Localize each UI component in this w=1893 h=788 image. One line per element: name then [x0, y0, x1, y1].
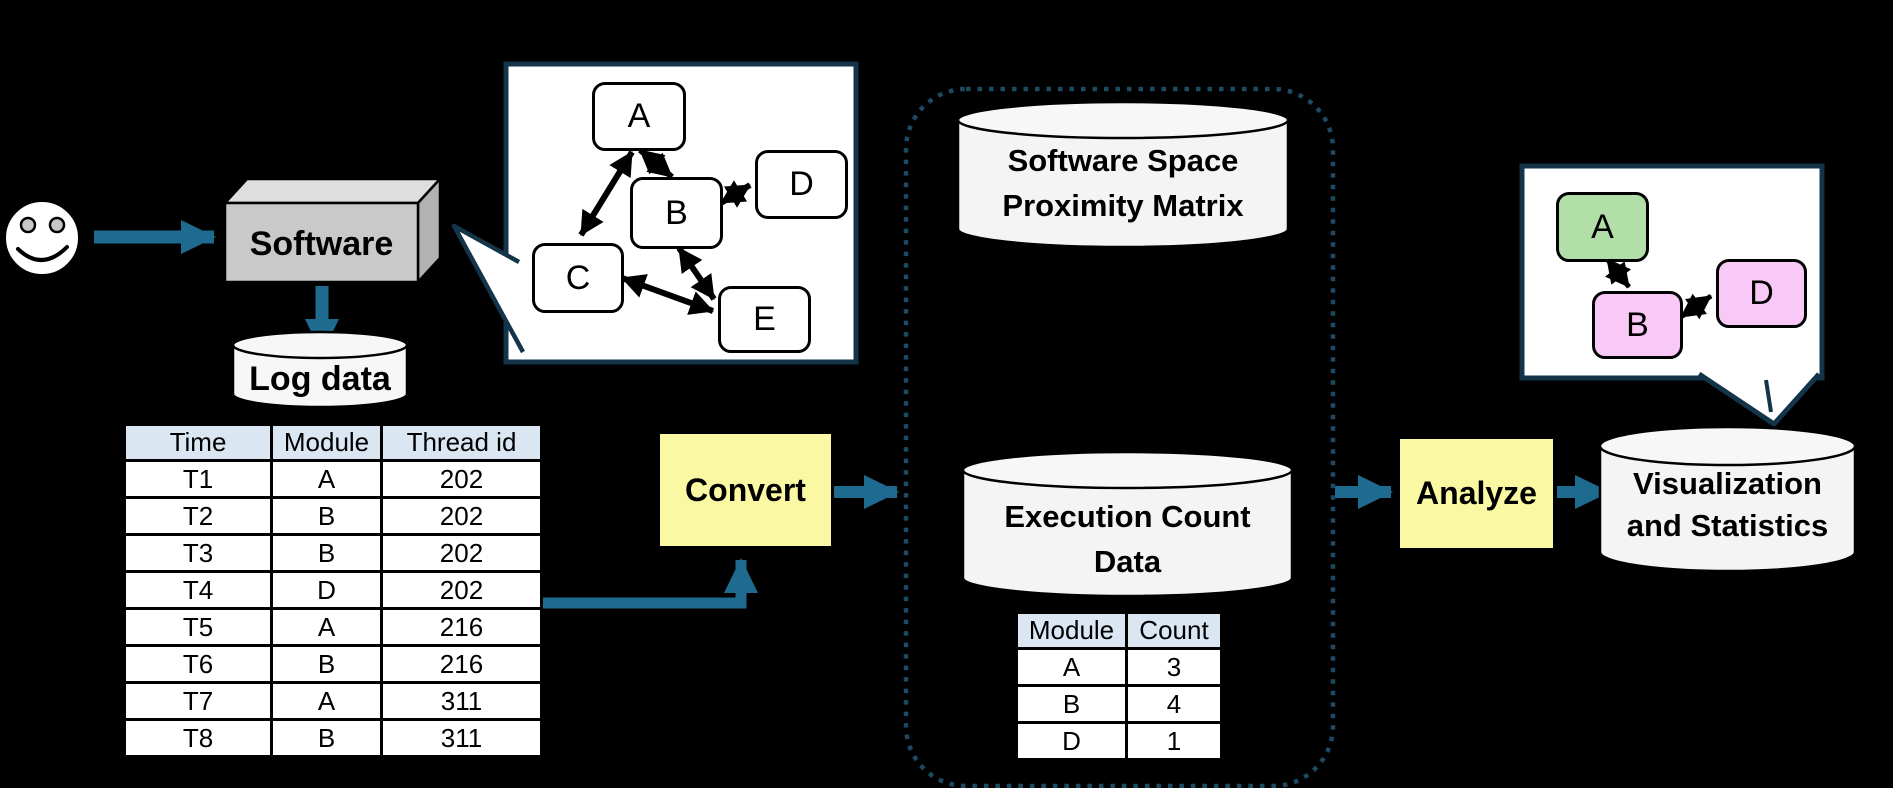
visualization-label: Visualization and Statistics	[1626, 466, 1829, 543]
table-cell: A	[1015, 647, 1128, 687]
store-dotted-container	[903, 86, 1336, 788]
graph-node-C: C	[532, 243, 624, 313]
log-data-cylinder	[231, 330, 409, 409]
table-cell: B	[1015, 684, 1128, 724]
visualization-cylinder	[1598, 425, 1857, 573]
table-cell: 202	[380, 496, 543, 536]
software-label: Software	[249, 225, 394, 263]
table-cell: 4	[1125, 684, 1223, 724]
bubble-tail	[1697, 371, 1821, 427]
proximity-node-B: B	[1592, 291, 1683, 359]
table-cell: 202	[380, 459, 543, 499]
table-cell: T2	[123, 496, 273, 536]
edge-B-D	[1679, 293, 1713, 320]
table-cell: D	[270, 570, 383, 610]
table-cell: T1	[123, 459, 273, 499]
table-cell: T6	[123, 644, 273, 684]
edge-C-E	[620, 274, 715, 315]
proximity-node-A: A	[1556, 192, 1649, 262]
column-header-threadid: Thread id	[380, 423, 543, 462]
proximity-node-D: D	[1716, 259, 1807, 328]
graph-node-E: E	[718, 286, 811, 353]
table-cell: B	[270, 644, 383, 684]
software-3d-box	[222, 175, 443, 286]
table-cell: T7	[123, 681, 273, 721]
table-cell: 202	[380, 533, 543, 573]
arrow-logtable-to-convert	[541, 558, 758, 609]
table-cell: B	[270, 718, 383, 758]
analyze-label: Analyze	[1416, 475, 1537, 512]
table-cell: A	[270, 607, 383, 647]
execution-count-cylinder	[961, 450, 1294, 598]
proximity-matrix-label: Software Space Proximity Matrix	[1002, 143, 1244, 223]
table-cell: A	[270, 459, 383, 499]
table-header-row: Module Count	[1015, 611, 1223, 650]
table-cell: 311	[380, 718, 543, 758]
bubble-tail	[451, 223, 525, 354]
table-cell: B	[270, 496, 383, 536]
table-cell: 216	[380, 607, 543, 647]
edge-B-D	[719, 180, 752, 208]
table-header-row: Time Module Thread id	[123, 423, 543, 462]
bubble-tail-fold	[1764, 379, 1773, 413]
graph-node-B: B	[630, 177, 723, 249]
table-cell: 202	[380, 570, 543, 610]
edge-A-B	[638, 147, 674, 180]
column-header-time: Time	[123, 423, 273, 462]
column-header-module: Module	[1015, 611, 1128, 650]
table-cell: 311	[380, 681, 543, 721]
table-cell: 216	[380, 644, 543, 684]
table-cell: T3	[123, 533, 273, 573]
table-cell: T4	[123, 570, 273, 610]
table-cell: 3	[1125, 647, 1223, 687]
log-data-label: Log data	[249, 360, 391, 398]
graph-node-D: D	[755, 150, 848, 219]
edge-A-B	[1604, 257, 1632, 289]
proximity-matrix-cylinder	[956, 100, 1290, 249]
table-cell: B	[270, 533, 383, 573]
table-cell: T5	[123, 607, 273, 647]
smiley-face-icon	[2, 198, 82, 278]
execution-count-label: Execution Count Data	[1004, 499, 1251, 579]
edge-A-C	[578, 150, 635, 237]
convert-box: Convert	[658, 432, 833, 548]
table-cell: A	[270, 681, 383, 721]
graph-node-A: A	[592, 82, 686, 151]
table-cell: D	[1015, 721, 1128, 761]
table-cell: T8	[123, 718, 273, 758]
table-cell: 1	[1125, 721, 1223, 761]
convert-label: Convert	[685, 471, 806, 508]
analyze-box: Analyze	[1398, 437, 1555, 550]
column-header-count: Count	[1125, 611, 1223, 650]
column-header-module: Module	[270, 423, 383, 462]
